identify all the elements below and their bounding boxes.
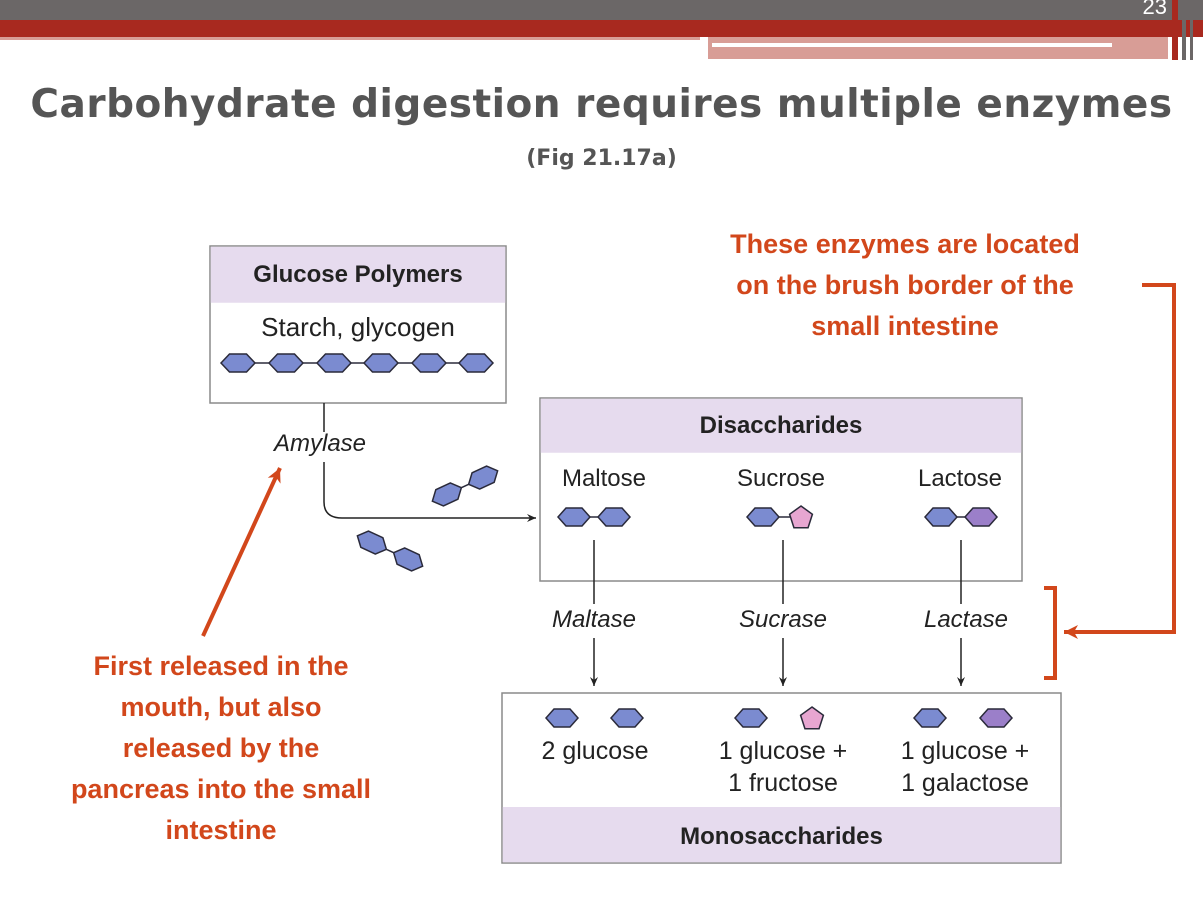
mono-sucrose-line1: 1 glucose + [718,737,848,765]
glucose-unit [362,353,400,373]
free-maltose-molecule [431,465,499,507]
mouth-note-line: First released in the [93,651,349,681]
glucose-unit [219,353,257,373]
glucose-molecule [912,708,948,728]
galactose-molecule [978,708,1014,728]
hexose-unit [467,465,499,490]
glucose-unit [315,353,353,373]
figure-reference: (Fig 21.17a) [526,146,677,171]
mouth-note-line: mouth, but also [120,692,322,722]
mono-lactose-line2: 1 galactose [901,769,1029,797]
polymers-box-header [210,246,506,303]
disaccharides-header: Disaccharides [699,412,863,439]
mono-sucrose-line2: 1 fructose [728,769,838,797]
brush-border-connector [1064,283,1176,639]
slide-title: Carbohydrate digestion requires multiple… [30,82,1173,127]
hexose-unit [356,530,388,555]
hexose-unit [431,482,463,507]
glucose-molecule [733,708,769,728]
brush-border-note-line: small intestine [811,311,999,341]
disaccharide-maltose: Maltose [561,465,647,492]
mouth-note-line: intestine [165,815,277,845]
disaccharides-box-header [540,398,1022,453]
maltose-molecule [556,507,632,527]
mono-lactose-line1: 1 glucose + [900,737,1030,765]
fructose-molecule [799,706,825,730]
sucrose-molecule [745,505,814,529]
glucose-molecule [609,708,645,728]
polymer-chain [219,353,495,373]
glucose-unit [410,353,448,373]
hexose-unit [392,547,424,572]
fructose-unit [788,505,814,529]
enzyme-bracket [1044,586,1057,680]
hexose-unit [923,507,959,527]
free-maltose-molecule [356,530,424,572]
enzyme-lactase: Lactase [892,606,1040,634]
mouth-arrow [201,467,282,637]
molecule-shapes [356,465,1014,730]
brush-border-note-line: on the brush border of the [736,270,1074,300]
glucose-unit [267,353,305,373]
mouth-pancreas-note: First released in the mouth, but also re… [20,646,422,851]
disaccharide-lactose: Lactose [917,465,1003,492]
monosaccharides-footer: Monosaccharides [680,823,883,850]
brush-border-note: These enzymes are located on the brush b… [660,224,1150,347]
mouth-note-line: pancreas into the small [70,774,372,804]
enzyme-maltase: Maltase [520,606,668,634]
slide-number: 23 [1142,0,1167,19]
glucose-molecule [544,708,580,728]
amylase-label: Amylase [274,430,367,457]
hexose-unit [745,507,781,527]
hexose-unit [963,507,999,527]
slide-header-bar [0,0,1203,60]
hexose-unit [596,507,632,527]
glucose-unit [457,353,495,373]
polymers-body: Starch, glycogen [261,312,455,342]
disaccharide-sucrose: Sucrose [736,465,826,492]
mono-maltose-line1: 2 glucose [541,737,649,765]
polymers-header: Glucose Polymers [253,261,463,288]
monosaccharides-box-footer [502,807,1061,863]
enzyme-sucrase: Sucrase [709,606,857,634]
hexose-unit [556,507,592,527]
lactose-molecule [923,507,999,527]
brush-border-note-line: These enzymes are located [730,229,1080,259]
amylase-arrow [323,403,536,518]
mouth-note-line: released by the [122,733,320,763]
